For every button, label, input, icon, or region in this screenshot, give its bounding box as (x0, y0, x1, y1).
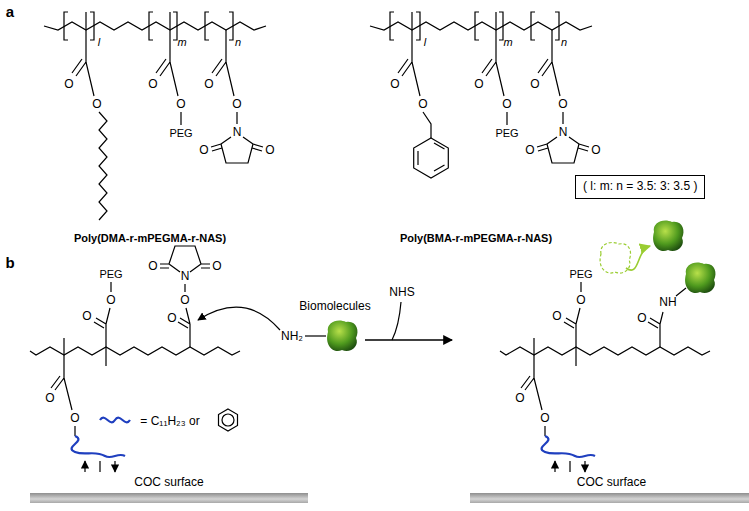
atom-label: O (199, 144, 208, 156)
surface-band (30, 493, 308, 503)
subscript: m (177, 37, 186, 48)
atom-label: O (180, 294, 189, 306)
atom-label: O (148, 78, 157, 90)
polymer-bma (370, 12, 592, 163)
group-label: PEG (169, 128, 192, 139)
atom-label: N (559, 126, 568, 138)
atom-label: O (418, 98, 427, 110)
reaction-arrow (365, 339, 452, 340)
atom-label: O (552, 310, 561, 322)
biomolecule-label: Biomolecules (299, 300, 370, 312)
atom-label: N (233, 126, 242, 138)
atom-label: O (515, 392, 524, 404)
amine-label: NH₂ (281, 330, 303, 342)
group-label: PEG (495, 128, 518, 139)
atom-label: O (390, 78, 399, 90)
bound-biomolecule (685, 262, 715, 293)
nhs-ester (160, 246, 210, 347)
panel-label: a (6, 4, 14, 19)
atom-label: O (82, 310, 91, 322)
atom-label: O (106, 294, 115, 306)
atom-label: O (576, 294, 585, 306)
subscript: l (98, 37, 100, 48)
atom-label: N (181, 270, 190, 282)
subscript: n (235, 37, 241, 48)
polymer-surface-left (30, 282, 240, 472)
attack-arrow (198, 307, 280, 330)
amide-bond (648, 288, 686, 347)
atom-label: O (64, 78, 73, 90)
atom-label: O (265, 144, 274, 156)
node-text: COC surface (30, 476, 308, 490)
atom-label: NH (659, 296, 676, 308)
polymer-name: Poly(DMA-r-mPEGMA-r-NAS) (74, 233, 226, 244)
coc-surface: COC surface (470, 476, 749, 503)
released-biomolecule (653, 220, 683, 251)
atom-label: O (70, 412, 79, 424)
dodecyl-chain (99, 112, 107, 220)
byproduct-label: NHS (389, 286, 414, 298)
legend-text: = C₁₁H₂₃ or (140, 415, 199, 427)
panel-label: b (5, 255, 14, 270)
atom-label: O (525, 144, 534, 156)
release-arrow (626, 246, 650, 270)
node-text: ( l: m: n = 3.5: 3: 3.5 ) (583, 180, 697, 194)
atom-label: O (204, 78, 213, 90)
subscript: m (503, 37, 512, 48)
atom-label: O (637, 312, 646, 324)
group-label: PEG (569, 269, 592, 280)
atom-label: O (502, 98, 511, 110)
subscript: l (424, 37, 426, 48)
coc-surface: COC surface (30, 476, 308, 503)
surface-band (470, 493, 749, 503)
byproduct-branch (392, 302, 401, 340)
node-text: COC surface (470, 476, 749, 490)
subscript: n (561, 37, 567, 48)
atom-label: O (92, 98, 101, 110)
polymer-dma (44, 12, 266, 163)
atom-label: O (167, 312, 176, 324)
atom-label: O (148, 260, 157, 272)
legend-sample (100, 409, 238, 431)
atom-label: O (176, 98, 185, 110)
benzyl-group (414, 112, 449, 178)
polymer-surface-right (500, 282, 710, 472)
group-label: PEG (99, 269, 122, 280)
polymer-name: Poly(BMA-r-mPEGMA-r-NAS) (400, 233, 552, 244)
ratio-box: ( l: m: n = 3.5: 3: 3.5 ) (575, 175, 705, 199)
atom-label: O (474, 78, 483, 90)
atom-label: O (591, 144, 600, 156)
atom-label: O (45, 392, 54, 404)
atom-label: O (212, 260, 221, 272)
atom-label: O (558, 98, 567, 110)
amine-bond (305, 335, 326, 336)
atom-label: O (530, 78, 539, 90)
atom-label: O (540, 412, 549, 424)
biomolecule (327, 320, 357, 351)
atom-label: O (232, 98, 241, 110)
